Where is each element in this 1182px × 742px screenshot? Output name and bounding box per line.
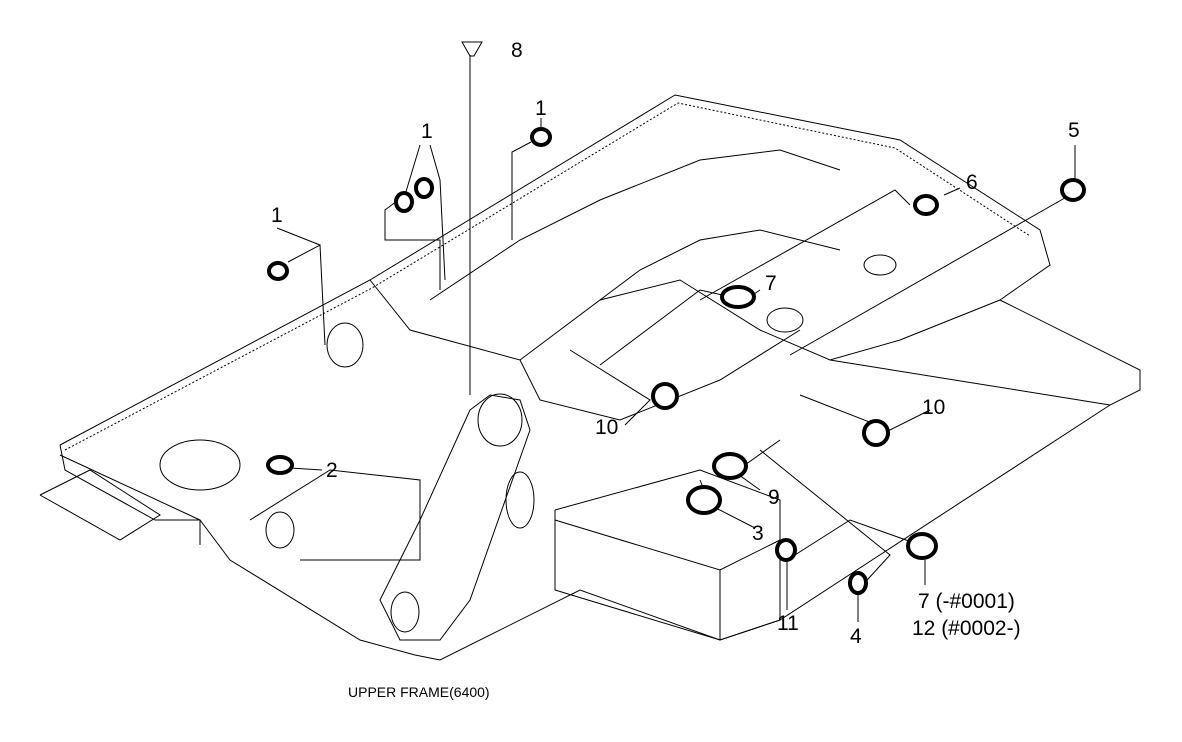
callout-7-serial: 7 (-#0001) [918,590,1015,613]
callout-9: 9 [768,486,780,509]
callout-3: 3 [752,522,764,545]
callout-5: 5 [1068,119,1080,142]
callout-4: 4 [850,625,862,648]
grommet-11-icon [775,538,797,562]
callout-1: 1 [421,120,433,143]
callout-1: 1 [535,97,547,120]
diagram-caption: UPPER FRAME(6400) [348,684,490,700]
callout-11: 11 [777,612,799,635]
grommet-7-icon [720,285,756,309]
grommet-1-icon [414,177,434,199]
grommet-5-icon [1060,178,1086,202]
grommet-1-icon [394,191,414,213]
grommet-10-icon [862,419,890,447]
frame-drawing [39,94,1141,661]
callout-8: 8 [511,39,523,62]
callout-12-serial: 12 (#0002-) [912,617,1021,640]
grommet-4-icon [848,571,868,595]
callout-7: 7 [765,272,777,295]
grommet-10-icon [651,382,679,410]
grommet-2-icon [266,455,294,475]
callout-labels: 8 1 1 1 6 5 7 10 10 2 9 3 11 4 7 (-#0001… [271,39,1080,648]
grommet-3-icon [686,485,722,515]
leader-lines [276,55,1076,622]
grommet-1-icon [267,261,289,281]
callout-6: 6 [966,171,978,194]
callout-2: 2 [326,459,338,482]
grommet-7-12-icon [906,532,938,560]
grommet-1-icon [530,127,552,147]
plug-8-icon [461,41,483,57]
callout-1: 1 [271,204,283,227]
grommet-6-icon [913,194,939,216]
callout-10: 10 [922,396,945,419]
callout-10: 10 [595,416,618,439]
parts [266,41,1086,595]
grommet-9-icon [712,452,748,480]
